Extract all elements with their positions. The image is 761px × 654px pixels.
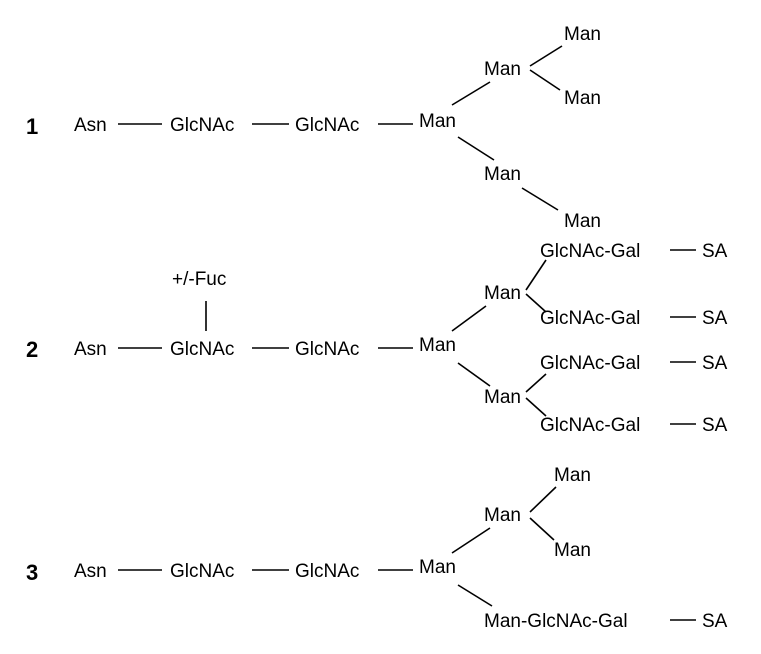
structure-3-core-man: Man — [419, 557, 456, 578]
bond — [525, 293, 547, 313]
structure-2-lower-antenna-1-sa: SA — [702, 353, 728, 374]
bond — [457, 584, 493, 607]
bond — [451, 81, 491, 106]
structure-2-lower-antenna-2-sa: SA — [702, 415, 728, 436]
bond — [529, 69, 561, 91]
bond — [451, 305, 487, 332]
structure-2-glcnac-2: GlcNAc — [295, 339, 359, 360]
structure-1-upper-man: Man — [484, 59, 521, 80]
structure-1: 1 Asn GlcNAc GlcNAc Man Man Man Man Man … — [26, 24, 601, 232]
structure-3-lower-chain-sa: SA — [702, 611, 728, 632]
bond — [521, 187, 559, 211]
structure-2-upper-antenna-1-sa: SA — [702, 241, 728, 262]
bond — [529, 45, 563, 67]
structure-2-number: 2 — [26, 337, 38, 362]
structure-1-upper-man-top: Man — [564, 24, 601, 45]
structure-3-lower-chain: Man-GlcNAc-Gal — [484, 611, 628, 632]
structure-2-glcnac-1: GlcNAc — [170, 339, 234, 360]
structure-1-upper-man-bottom: Man — [564, 88, 601, 109]
structure-2-lower-antenna-2: GlcNAc-Gal — [540, 415, 640, 436]
structure-2: +/-Fuc 2 Asn GlcNAc GlcNAc Man Man GlcNA… — [26, 241, 728, 436]
structure-1-number: 1 — [26, 114, 38, 139]
structure-2-lower-man: Man — [484, 387, 521, 408]
structure-3-upper-man: Man — [484, 505, 521, 526]
bond — [457, 362, 491, 387]
structure-3-number: 3 — [26, 560, 38, 585]
structure-2-core-man: Man — [419, 335, 456, 356]
structure-3-upper-man-bottom: Man — [554, 540, 591, 561]
structure-3-glcnac-1: GlcNAc — [170, 561, 234, 582]
structure-2-upper-antenna-1: GlcNAc-Gal — [540, 241, 640, 262]
structure-2-upper-antenna-2: GlcNAc-Gal — [540, 308, 640, 329]
bond — [529, 486, 557, 513]
bond — [525, 397, 547, 417]
structure-1-glcnac-1: GlcNAc — [170, 115, 234, 136]
structure-2-fucose: +/-Fuc — [172, 269, 226, 290]
bond — [457, 136, 495, 161]
bond — [525, 259, 547, 291]
structure-3-glcnac-2: GlcNAc — [295, 561, 359, 582]
structure-1-lower-man: Man — [484, 164, 521, 185]
structure-2-upper-antenna-2-sa: SA — [702, 308, 728, 329]
structure-1-core-man: Man — [419, 111, 456, 132]
structure-3-asn: Asn — [74, 561, 107, 582]
structure-1-asn: Asn — [74, 115, 107, 136]
structure-2-lower-antenna-1: GlcNAc-Gal — [540, 353, 640, 374]
bond — [529, 517, 555, 541]
structure-1-glcnac-2: GlcNAc — [295, 115, 359, 136]
structure-2-upper-man: Man — [484, 283, 521, 304]
bond — [525, 373, 547, 393]
structure-3: 3 Asn GlcNAc GlcNAc Man Man Man Man Man-… — [26, 465, 728, 632]
structure-3-upper-man-top: Man — [554, 465, 591, 486]
bond — [451, 527, 491, 554]
structure-2-asn: Asn — [74, 339, 107, 360]
structure-1-lower-man-terminal: Man — [564, 211, 601, 232]
